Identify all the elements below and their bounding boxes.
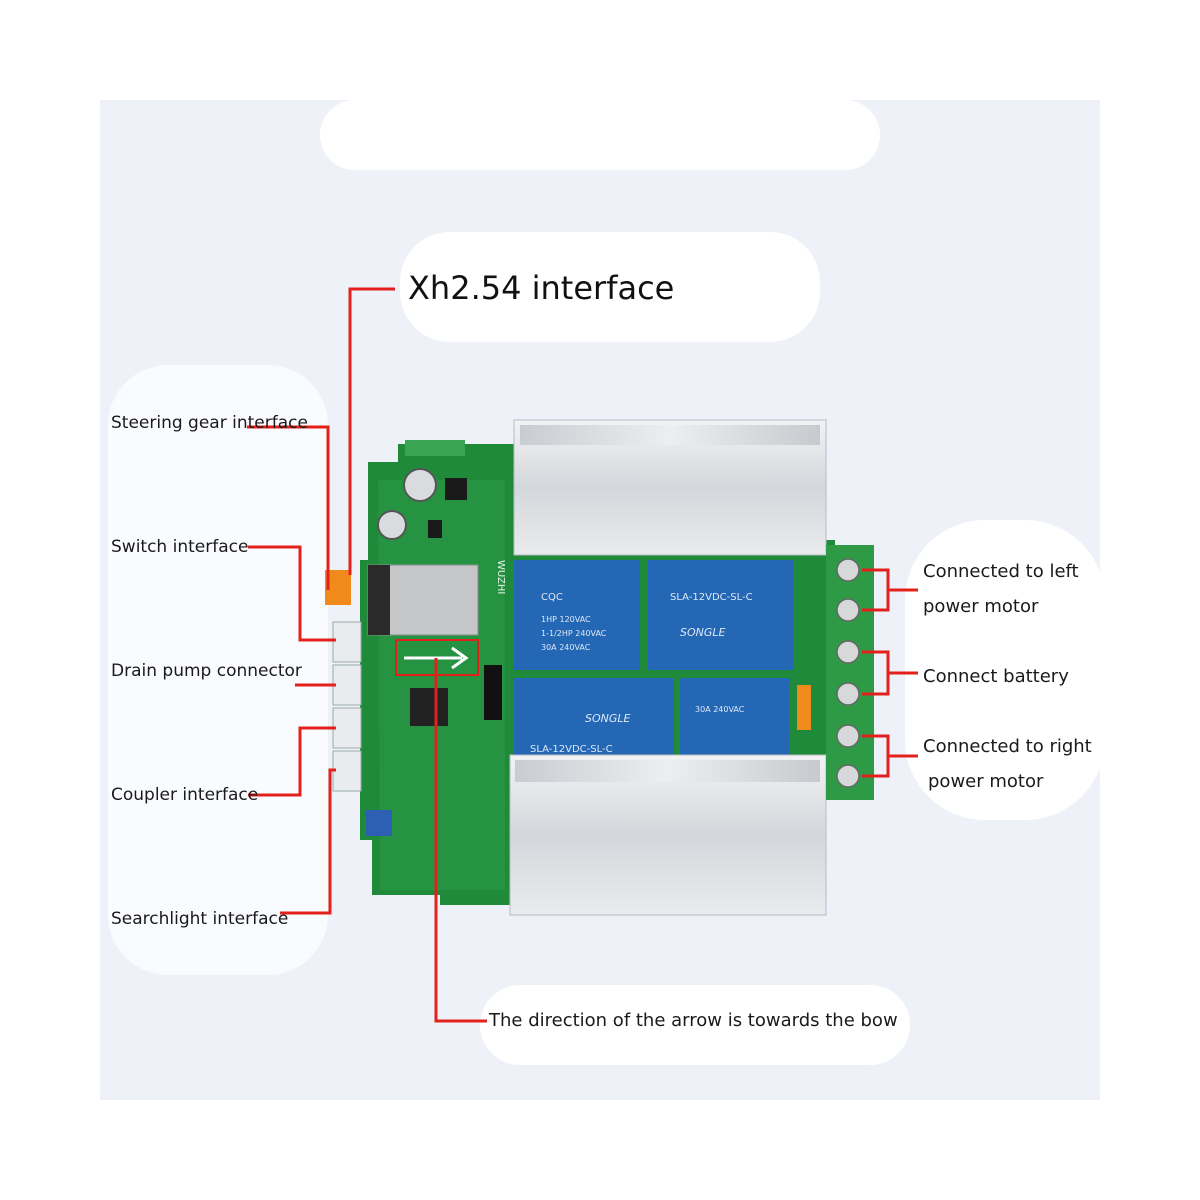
orange-fuse <box>797 685 811 730</box>
relay-text-1: CQC <box>541 592 563 603</box>
leader-lines <box>247 287 918 1023</box>
heatsink-bottom-lip <box>515 760 820 782</box>
screw-4 <box>836 682 860 706</box>
terminal-screws <box>836 558 860 788</box>
relay-text-9: 30A 240VAC <box>695 705 745 714</box>
backdrop-highlight-right <box>905 520 1105 820</box>
relay-text-2: 1HP 120VAC <box>541 615 591 624</box>
relay-text-3: 1-1/2HP 240VAC <box>541 629 607 638</box>
label-right-motor-2: power motor <box>928 771 1044 792</box>
relay-text-6: SONGLE <box>680 626 726 639</box>
label-switch: Switch interface <box>111 537 249 557</box>
connector-searchlight <box>332 750 362 792</box>
capacitor-1 <box>403 468 437 502</box>
screw-6 <box>836 764 860 788</box>
label-steering-gear: Steering gear interface <box>111 413 308 433</box>
black-ic-small <box>445 478 467 500</box>
label-left-motor-1: Connected to left <box>923 561 1079 582</box>
leader-bottom <box>434 658 487 1023</box>
backdrop-highlight-title <box>400 232 820 342</box>
leader-steering <box>247 425 330 590</box>
black-ic-small-2 <box>428 520 442 538</box>
heatsink-top-lip <box>520 425 820 445</box>
screw-1 <box>836 558 860 582</box>
label-drain-pump: Drain pump connector <box>111 661 302 681</box>
leader-switch <box>248 545 336 642</box>
relay-top-right <box>648 560 793 670</box>
screw-5 <box>836 724 860 748</box>
connector-drain <box>332 664 362 706</box>
leader-coupler <box>248 726 336 797</box>
pcb-brand-text: WUZHI <box>495 560 506 594</box>
header-pins <box>484 665 502 720</box>
backdrop-highlight-bottom <box>480 985 910 1065</box>
screw-2 <box>836 598 860 622</box>
terminal-block <box>826 545 874 800</box>
connector-switch <box>332 621 362 663</box>
leader-title <box>348 287 395 575</box>
relay-text-5: SLA-12VDC-SL-C <box>670 592 753 603</box>
relay-text-8: SLA-12VDC-SL-C <box>530 744 613 755</box>
label-left-motor-2: power motor <box>923 596 1039 617</box>
backdrop-highlight-top <box>320 100 880 170</box>
connector-coupler <box>332 707 362 749</box>
wifi-antenna <box>368 565 390 635</box>
backdrop-highlight-left <box>108 365 328 975</box>
label-battery: Connect battery <box>923 666 1069 687</box>
bow-arrow <box>404 646 469 670</box>
label-searchlight: Searchlight interface <box>111 909 289 929</box>
relay-text-4: 30A 240VAC <box>541 643 591 652</box>
top-header <box>405 440 465 456</box>
potentiometer <box>366 810 392 836</box>
relay-top-left <box>514 560 640 670</box>
title-label: Xh2.54 interface <box>408 269 675 307</box>
main-ic <box>410 688 448 726</box>
label-coupler: Coupler interface <box>111 785 259 805</box>
label-right-motor-1: Connected to right <box>923 736 1092 757</box>
capacitor-2 <box>377 510 407 540</box>
relay-text-7: SONGLE <box>585 712 631 725</box>
screw-3 <box>836 640 860 664</box>
label-bow-direction: The direction of the arrow is towards th… <box>489 1010 898 1031</box>
leader-searchlight <box>280 768 336 915</box>
